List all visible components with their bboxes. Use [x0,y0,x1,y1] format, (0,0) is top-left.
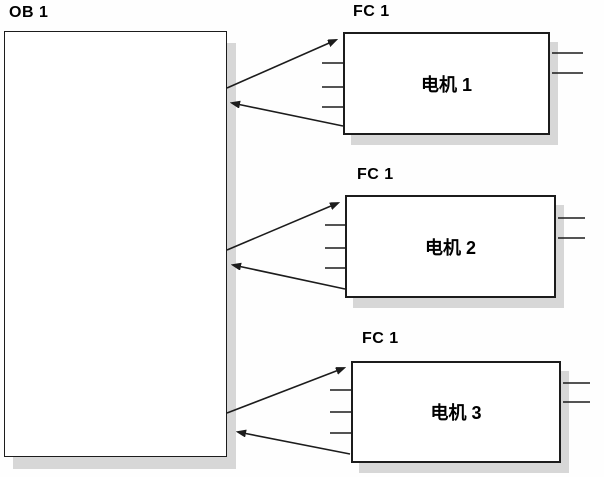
fc2-label: FC 1 [357,166,394,183]
output-pins-fc2 [558,217,585,239]
call-arrow-fc3 [226,368,344,414]
return-arrow-fc3 [238,432,351,455]
call-arrow-fc2 [226,203,338,251]
output-pins-fc1 [552,52,583,74]
fc1-label: FC 1 [353,3,390,20]
input-pins-fc1 [322,62,343,108]
return-arrow-fc1 [232,103,344,127]
motor1-name: 电机 1 [420,74,472,95]
fc3-label: FC 1 [362,330,399,347]
input-pins-fc3 [330,389,351,434]
return-arrow-fc2 [233,265,346,290]
call-arrow-fc1 [226,40,336,89]
fc3-block: 电机 3 [351,361,561,463]
motor2-name: 电机 2 [424,237,476,258]
output-pins-fc3 [563,382,590,403]
ob1-label: OB 1 [9,4,49,21]
fc2-block: 电机 2 [345,195,556,298]
fc1-block: 电机 1 [343,32,550,135]
ob1-block [4,31,227,457]
input-pins-fc2 [325,224,345,269]
motor3-name: 电机 3 [430,403,482,423]
